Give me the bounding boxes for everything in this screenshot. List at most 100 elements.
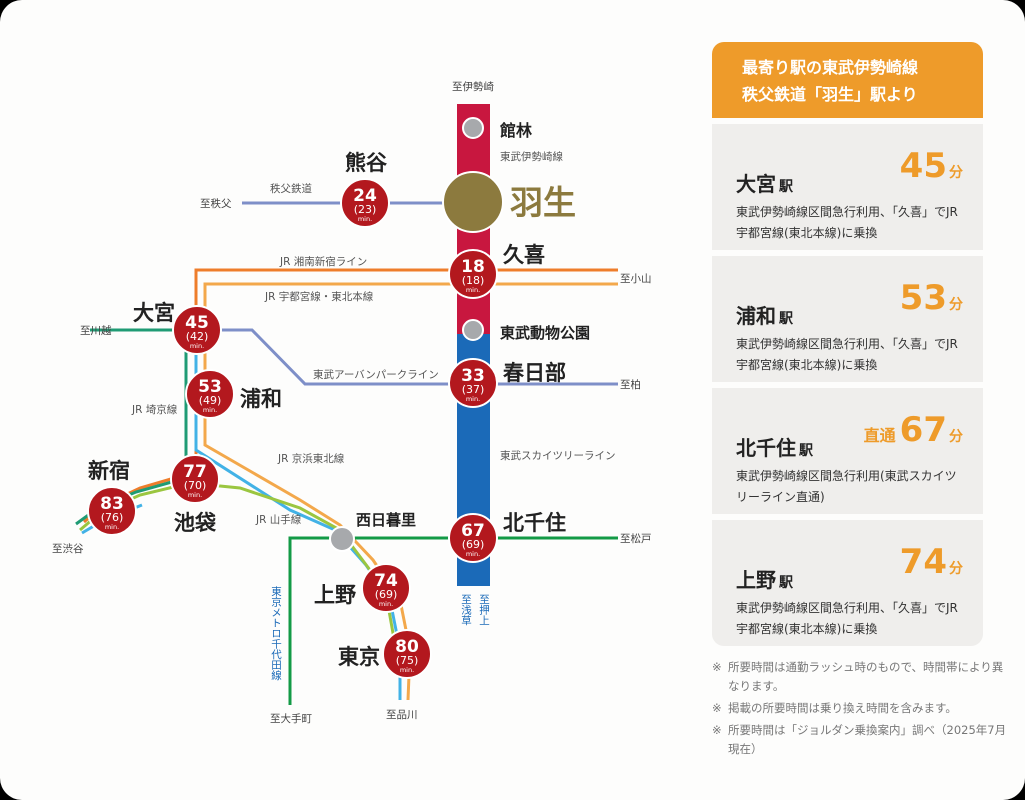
label-keihin-tohoku: JR 京浜東北線 (277, 452, 345, 465)
card-minutes-unit: 分 (949, 429, 963, 445)
svg-text:45: 45 (185, 313, 209, 333)
card-minutes-unit: 分 (949, 297, 963, 313)
svg-text:74: 74 (374, 571, 398, 591)
card-station-suffix: 駅 (779, 575, 793, 591)
card-description: 東武伊勢崎線区間急行利用、「久喜」でJR宇都宮線(東北本線)に乗換 (736, 205, 958, 240)
time-kumagaya: 24 (23) min. (340, 178, 390, 228)
label-tobu-isesaki: 東武伊勢崎線 (500, 150, 563, 163)
card-minutes-unit: 分 (949, 561, 963, 577)
card-station-suffix: 駅 (799, 443, 813, 459)
station-tokyo: 東京 (338, 645, 380, 669)
station-tatebayashi: 館林 (500, 121, 532, 140)
svg-text:67: 67 (461, 521, 485, 541)
label-shonan-shinjuku: JR 湘南新宿ライン (279, 255, 367, 268)
station-omiya: 大宮 (133, 301, 175, 325)
dir-matsudo: 至松戸 (620, 532, 652, 545)
dir-kashiwa: 至柏 (620, 378, 641, 391)
svg-text:min.: min. (466, 550, 480, 558)
svg-text:(23): (23) (354, 203, 377, 216)
card-direct-tag: 直通 (863, 426, 896, 445)
svg-text:min.: min. (466, 395, 480, 403)
svg-text:min.: min. (190, 342, 204, 350)
saikyo-line (90, 328, 188, 470)
card-description: 東武伊勢崎線区間急行利用、「久喜」でJR宇都宮線(東北本線)に乗換 (736, 601, 958, 636)
svg-text:18: 18 (461, 257, 485, 277)
svg-text:80: 80 (395, 637, 419, 657)
dir-otemachi: 至大手町 (270, 712, 312, 725)
card-minutes: 74 (899, 542, 947, 582)
label-skytree: 東武スカイツリーライン (500, 449, 616, 462)
card-description: 東武伊勢崎線区間急行利用(東武スカイツリーライン直通) (736, 469, 957, 504)
svg-text:(18): (18) (462, 274, 485, 287)
time-kuki: 18 (18) min. (448, 249, 498, 299)
tatebayashi-dot (462, 117, 484, 139)
dir-kawagoe: 至川越 (80, 324, 112, 337)
card-minutes: 45 (899, 146, 947, 186)
svg-text:(37): (37) (462, 383, 485, 396)
card-station-name: 浦和 (736, 304, 776, 328)
station-shinjuku: 新宿 (88, 459, 130, 483)
svg-text:83: 83 (100, 494, 124, 514)
card-minutes: 53 (899, 278, 947, 318)
svg-text:min.: min. (379, 600, 393, 608)
svg-text:min.: min. (400, 666, 414, 674)
dir-isesaki: 至伊勢崎 (452, 80, 494, 93)
label-chichibu-railway: 秩父鉄道 (270, 182, 312, 195)
route-map: 至伊勢崎 至秩父 至小山 至川越 至柏 至松戸 至渋谷 至大手町 至品川 至押上… (52, 80, 652, 725)
time-ueno: 74 (69) min. (361, 563, 411, 613)
time-urawa: 53 (49) min. (185, 369, 235, 419)
dir-shibuya: 至渋谷 (52, 542, 84, 555)
svg-text:(49): (49) (199, 394, 222, 407)
svg-text:min.: min. (358, 215, 372, 223)
svg-text:min.: min. (466, 286, 480, 294)
hanyu-station-circle (442, 171, 504, 233)
label-saikyo: JR 埼京線 (131, 403, 178, 416)
footnote: ※所要時間は「ジョルダン乗換案内」調べ（2025年7月現在） (712, 723, 1007, 756)
svg-text:24: 24 (353, 186, 377, 206)
time-tokyo: 80 (75) min. (382, 629, 432, 679)
card-station-suffix: 駅 (779, 311, 793, 327)
panel-title-line1: 最寄り駅の東武伊勢崎線 (742, 58, 919, 77)
card-station-name: 大宮 (736, 172, 776, 196)
station-kuki: 久喜 (503, 243, 545, 267)
svg-text:77: 77 (183, 462, 207, 482)
station-urawa: 浦和 (240, 387, 282, 411)
tobu-dobutsu-koen-dot (462, 319, 484, 341)
station-tobu-dobutsu-koen: 東武動物公園 (500, 324, 590, 342)
label-yamanote: JR 山手線 (255, 513, 302, 526)
time-omiya: 45 (42) min. (172, 305, 222, 355)
label-urban-park: 東武アーバンパークライン (313, 368, 439, 381)
panel-title-line2: 秩父鉄道「羽生」駅より (742, 85, 918, 104)
footnote: ※所要時間は通勤ラッシュ時のもので、時間帯により異なります。 (712, 660, 1004, 693)
card-minutes: 67 (899, 410, 947, 450)
card-station-name: 上野 (736, 568, 776, 592)
card-station-name: 北千住 (736, 436, 796, 460)
svg-text:min.: min. (188, 491, 202, 499)
chiyoda-line (288, 536, 618, 705)
svg-text:(70): (70) (184, 479, 207, 492)
dir-oshiage: 至押上 (478, 594, 490, 626)
station-kasukabe: 春日部 (503, 361, 566, 385)
station-kumagaya: 熊谷 (345, 151, 388, 175)
time-kasukabe: 33 (37) min. (448, 358, 498, 408)
svg-text:(42): (42) (186, 330, 209, 343)
time-shinjuku: 83 (76) min. (87, 486, 137, 536)
svg-text:min.: min. (203, 406, 217, 414)
station-ueno: 上野 (314, 583, 356, 607)
panel-header: 最寄り駅の東武伊勢崎線 秩父鉄道「羽生」駅より (712, 42, 983, 118)
footnote: ※掲載の所要時間は乗り換え時間を含みます。 (712, 701, 957, 715)
svg-text:min.: min. (105, 523, 119, 531)
svg-text:33: 33 (461, 366, 485, 386)
label-chiyoda: 東京メトロ千代田線 (270, 585, 282, 680)
station-ikebukuro: 池袋 (174, 511, 217, 535)
svg-text:(69): (69) (375, 588, 398, 601)
nishi-nippori-dot (329, 526, 355, 552)
footnotes: ※所要時間は通勤ラッシュ時のもので、時間帯により異なります。 ※掲載の所要時間は… (712, 658, 1012, 762)
time-kitasenju: 67 (69) min. (448, 513, 498, 563)
